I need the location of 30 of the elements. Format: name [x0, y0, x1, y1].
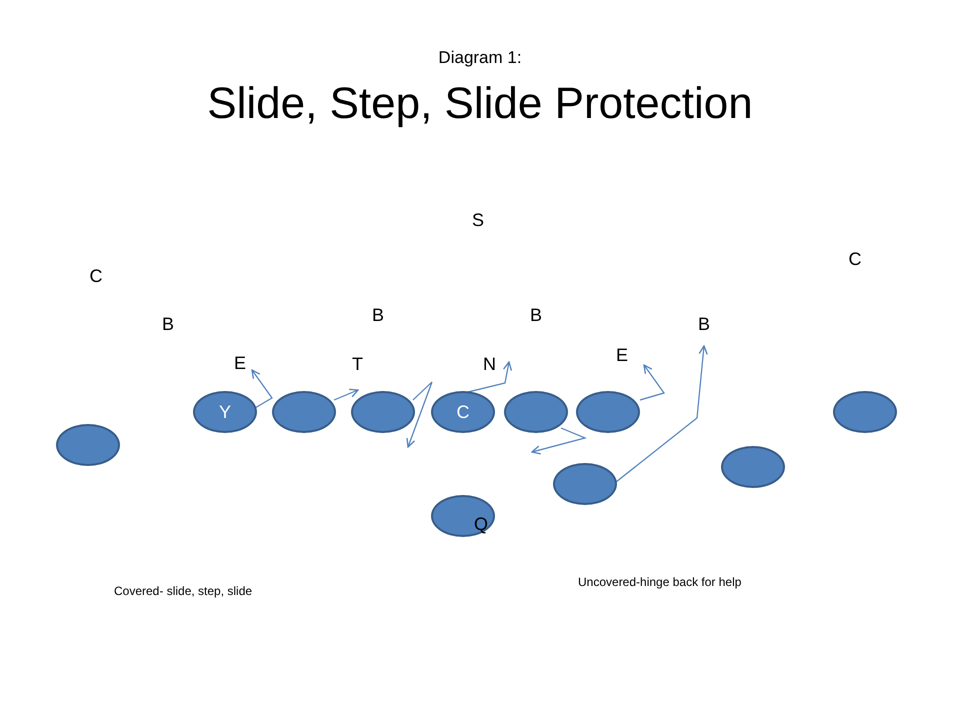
defender-letter: B	[372, 305, 384, 325]
route-arrow	[640, 364, 665, 401]
player-ellipse	[576, 391, 640, 433]
defender-letter: S	[472, 210, 484, 230]
position-letter: Q	[474, 514, 488, 534]
player-ellipse	[272, 391, 336, 433]
diagram-number: Diagram 1:	[438, 48, 522, 66]
defender-letter: T	[352, 354, 363, 374]
route-arrow	[251, 369, 273, 409]
position-letter: Y	[218, 402, 231, 422]
defender-letter: B	[162, 314, 174, 334]
route-arrow	[531, 427, 587, 454]
route-arrow	[468, 361, 512, 393]
defender-letter: B	[530, 305, 542, 325]
slide-title: Slide, Step, Slide Protection	[207, 79, 753, 129]
route-arrow	[334, 388, 359, 401]
player-ellipse	[351, 391, 415, 433]
position-letter: C	[456, 402, 470, 422]
note-text: Uncovered-hinge back for help	[578, 575, 742, 589]
note-text: Covered- slide, step, slide	[114, 584, 252, 598]
defender-letter: C	[90, 266, 102, 286]
defender-letter: E	[234, 353, 246, 373]
defender-letter: E	[616, 345, 628, 365]
defender-letter: N	[483, 354, 496, 374]
route-arrow	[616, 345, 708, 482]
player-ellipse	[431, 391, 495, 433]
defender-letter: B	[698, 314, 710, 334]
defender-letter: C	[848, 249, 862, 269]
route-arrow	[406, 381, 433, 448]
player-ellipse	[504, 391, 568, 433]
